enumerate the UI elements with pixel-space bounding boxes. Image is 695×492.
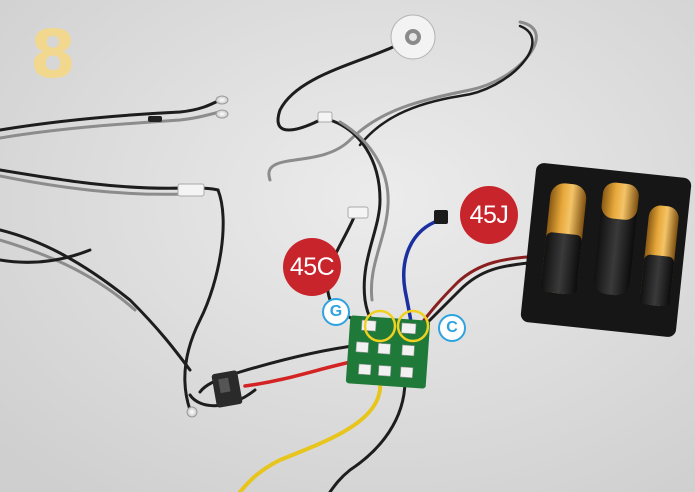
- highlight-circles: [363, 309, 430, 343]
- part-badge-45c: 45C: [283, 238, 341, 296]
- step-number: 8: [30, 16, 76, 93]
- part-badge-45j: 45J: [460, 186, 518, 244]
- highlight-c-connector: [396, 309, 430, 343]
- wire-connectors: [148, 111, 448, 224]
- connector-badge-g: G: [322, 298, 350, 326]
- wires: [0, 20, 542, 492]
- battery-holder: [520, 163, 692, 337]
- round-light-sensor: [390, 14, 436, 60]
- slide-switch: [211, 370, 243, 408]
- connector-badge-c: C: [438, 314, 466, 342]
- highlight-g-connector: [363, 309, 397, 343]
- circuit-board: [345, 315, 431, 389]
- led-bulbs: [186, 95, 229, 418]
